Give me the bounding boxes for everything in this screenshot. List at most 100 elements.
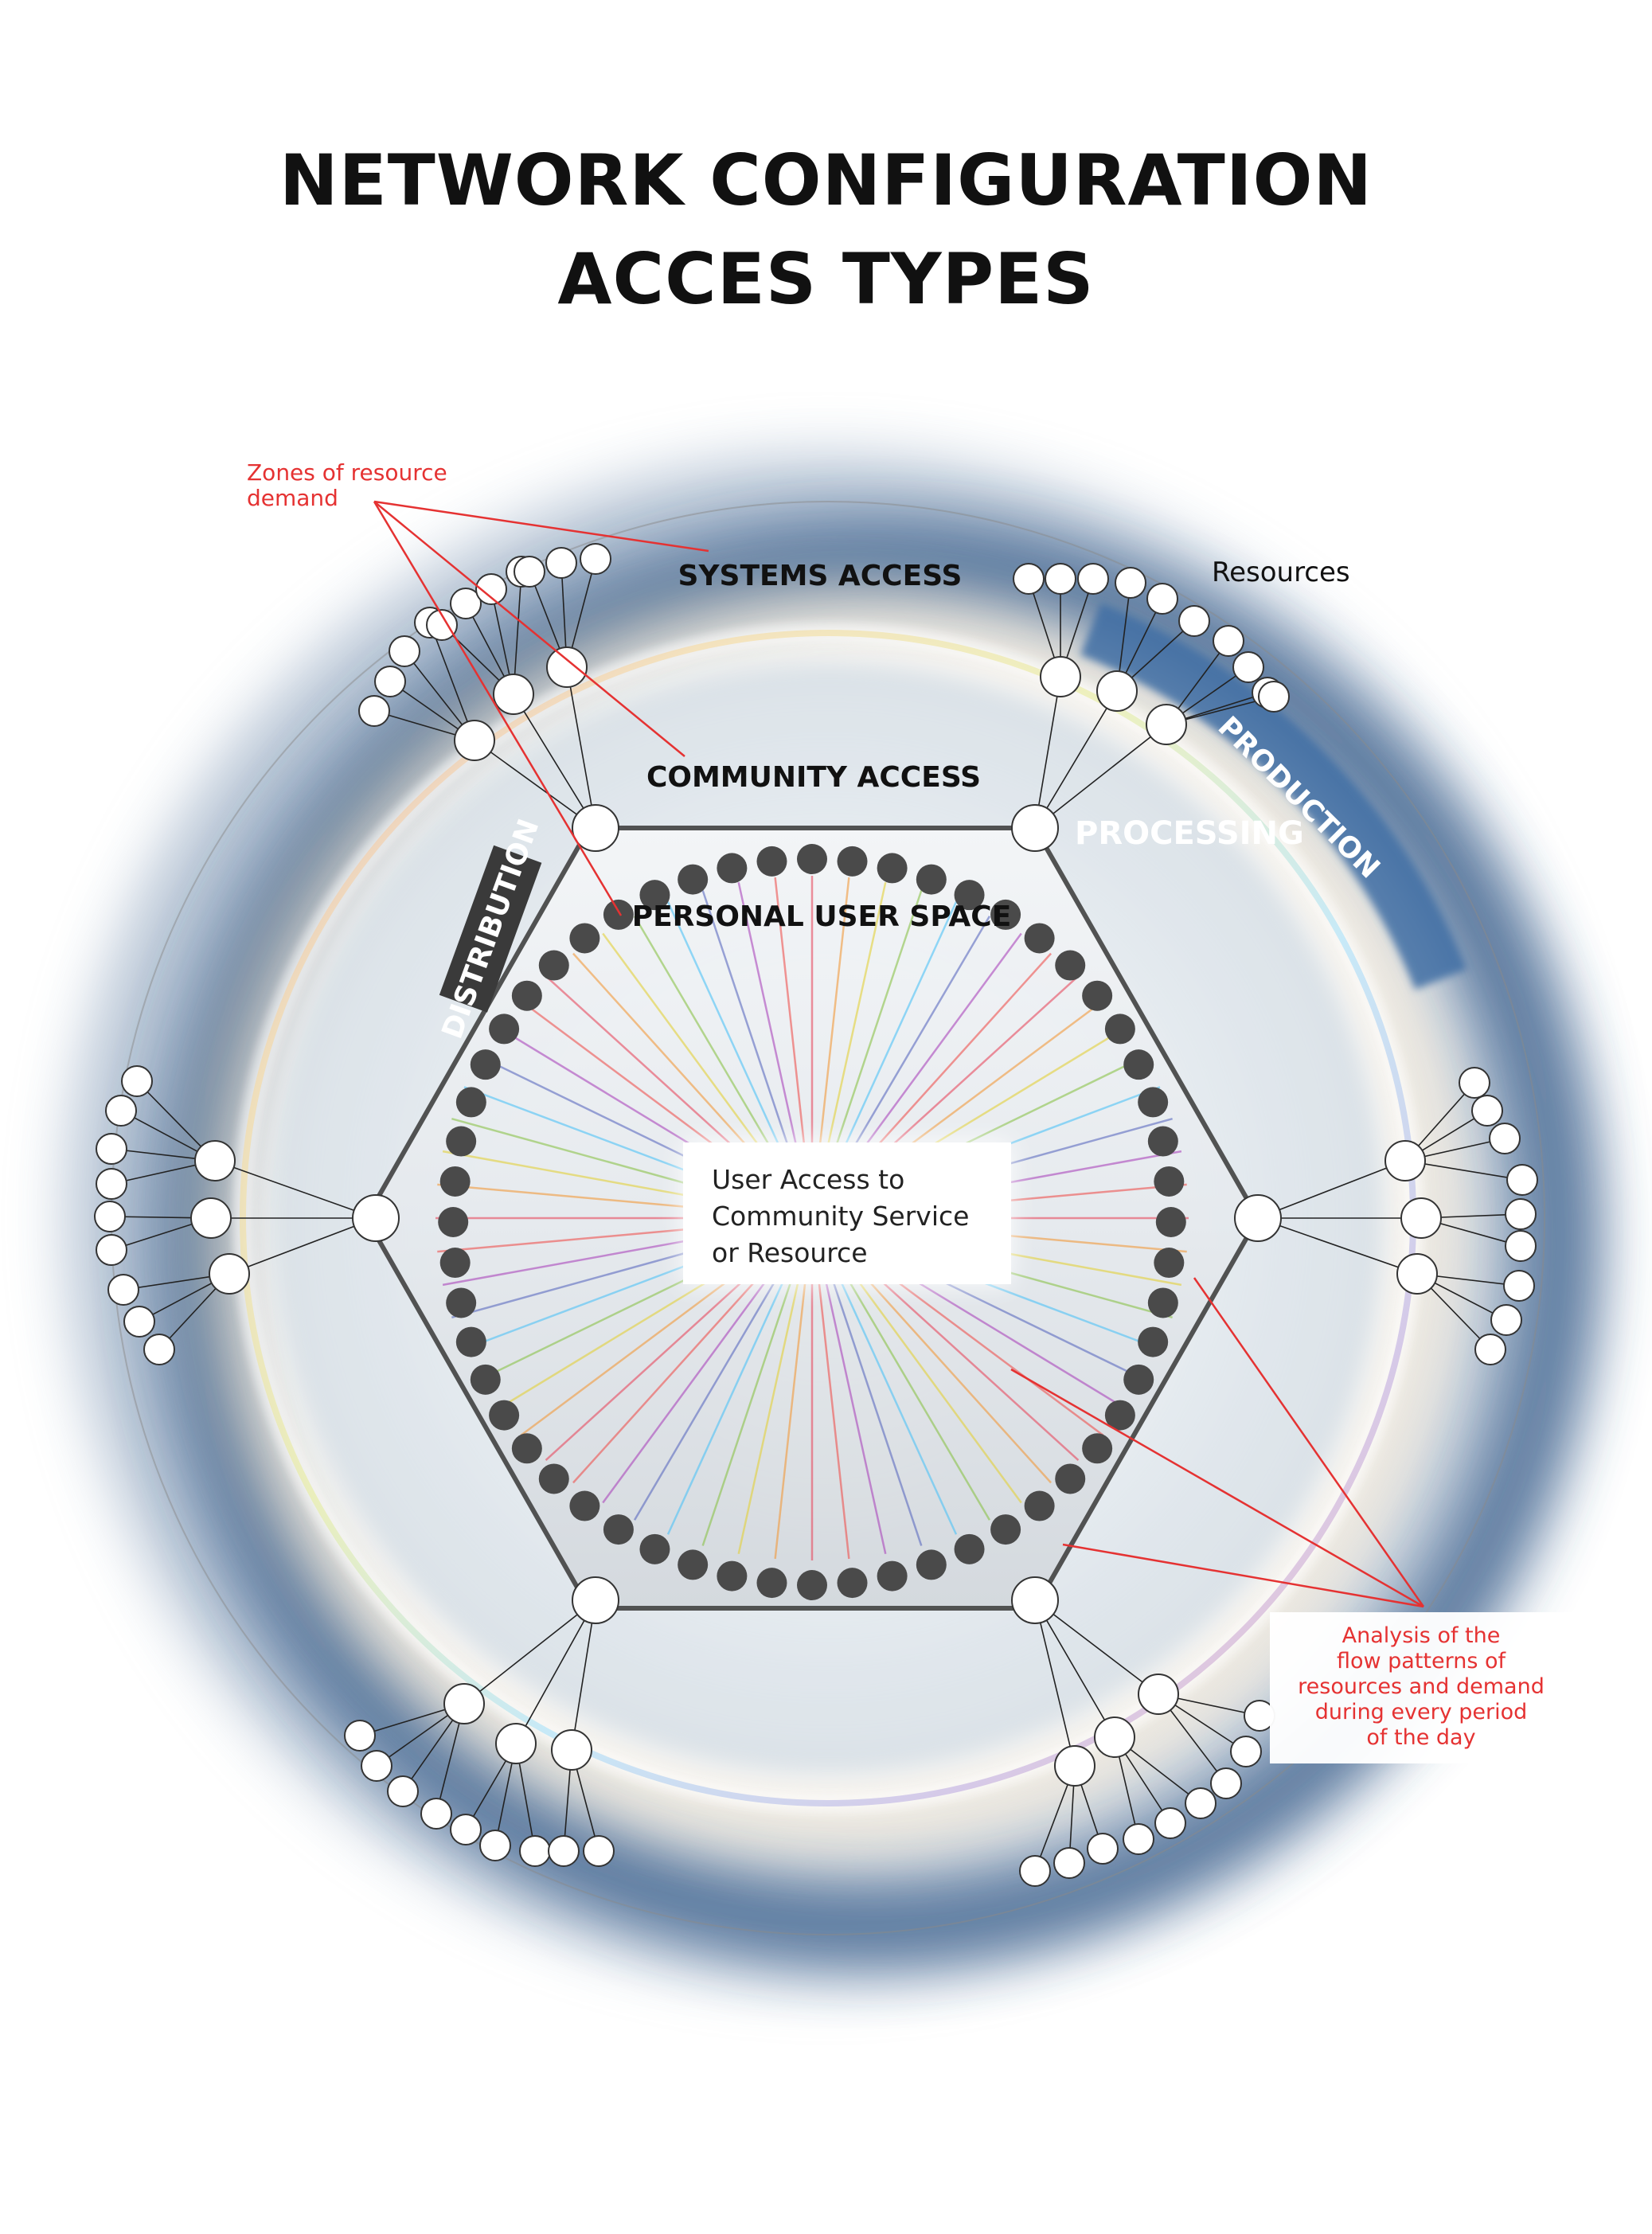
tree-edge — [228, 1217, 377, 1275]
title-line-1: NETWORK CONFIGURATION — [279, 139, 1373, 221]
leaf-node — [450, 1814, 482, 1845]
user-node — [538, 950, 569, 981]
user-node — [446, 1126, 477, 1157]
user-node — [1154, 1166, 1185, 1197]
user-node — [1055, 950, 1086, 981]
leaf-node — [1489, 1123, 1521, 1154]
user-space-nodes — [438, 844, 1186, 1600]
tree-edge — [1034, 1599, 1159, 1695]
center-line-3: or Resource — [712, 1237, 868, 1268]
user-node — [1024, 1490, 1055, 1521]
branch-node — [551, 1729, 592, 1771]
leaf-node — [1503, 1270, 1535, 1302]
analysis-line-4: during every period — [1314, 1700, 1528, 1724]
user-node — [446, 1287, 477, 1318]
leaf-node — [1232, 651, 1264, 683]
leaf-node — [123, 1306, 155, 1338]
hub-node — [572, 804, 619, 852]
leaf-node — [420, 1798, 452, 1830]
user-node — [470, 1364, 501, 1395]
leaf-node — [389, 635, 420, 667]
tree-edge — [1034, 1599, 1115, 1738]
user-node — [717, 1560, 748, 1592]
user-node — [1138, 1087, 1169, 1118]
hub-node — [572, 1576, 619, 1624]
leaf-node — [1490, 1304, 1522, 1336]
branch-node — [443, 1683, 485, 1724]
zones-annotation-lines — [373, 500, 709, 916]
user-node — [455, 1326, 486, 1357]
leaf-node — [1210, 1767, 1242, 1799]
branch-node — [495, 1723, 537, 1764]
user-node — [877, 853, 908, 884]
user-node — [1123, 1364, 1154, 1395]
analysis-note-box: Analysis of the flow patterns of resourc… — [1270, 1612, 1572, 1763]
user-node — [1147, 1287, 1178, 1318]
leaf-node — [1178, 605, 1210, 637]
community-access-label: COMMUNITY ACCESS — [646, 761, 981, 794]
leaf-node — [1115, 567, 1146, 599]
title-line-2: ACCES TYPES — [557, 238, 1095, 320]
leaf-node — [1459, 1067, 1490, 1099]
user-node — [916, 1549, 947, 1580]
leaf-node — [1213, 625, 1244, 657]
branch-node — [546, 646, 588, 688]
tree-edge — [1257, 1217, 1418, 1275]
leaf-node — [1077, 563, 1109, 595]
leaf-node — [107, 1274, 139, 1306]
user-node — [717, 853, 748, 884]
hub-node — [1234, 1194, 1282, 1242]
center-label-box: User Access to Community Service or Reso… — [683, 1142, 1011, 1284]
user-node — [916, 864, 947, 895]
tree-edge — [513, 693, 596, 829]
leaf-node — [96, 1234, 127, 1266]
branch-node — [1400, 1197, 1442, 1239]
analysis-line-3: resources and demand — [1298, 1674, 1545, 1699]
user-node — [511, 1433, 542, 1464]
user-node — [1155, 1207, 1186, 1237]
user-node — [639, 880, 670, 911]
leaf-node — [1185, 1787, 1217, 1819]
user-node — [569, 923, 600, 954]
leaf-node — [548, 1835, 580, 1867]
leaf-node — [387, 1775, 419, 1807]
analysis-note-text: Analysis of the flow patterns of resourc… — [1270, 1623, 1572, 1751]
user-node — [877, 1560, 908, 1592]
tree-edge — [214, 1160, 377, 1219]
user-node — [438, 1207, 469, 1237]
tree-edge — [571, 1599, 596, 1751]
branch-node — [194, 1140, 236, 1181]
user-node — [1123, 1049, 1154, 1080]
leaf-node — [1506, 1164, 1538, 1196]
branch-node — [1384, 1140, 1426, 1181]
user-node — [603, 1514, 634, 1545]
user-node — [954, 1533, 985, 1564]
leaf-node — [105, 1095, 137, 1127]
leaf-node — [94, 1201, 126, 1232]
user-node — [470, 1049, 501, 1080]
tree-edge — [1034, 690, 1118, 829]
tree-edge — [474, 740, 596, 829]
branch-node — [1396, 1253, 1438, 1295]
user-node — [837, 846, 868, 877]
tree-edge — [566, 666, 596, 829]
user-node — [678, 864, 709, 895]
user-node — [678, 1549, 709, 1580]
user-node — [990, 1514, 1021, 1545]
user-node — [756, 846, 787, 877]
hub-node — [1011, 1576, 1059, 1624]
user-node — [1104, 1014, 1135, 1045]
user-node — [1147, 1126, 1178, 1157]
branch-node — [1146, 704, 1187, 745]
user-node — [756, 1568, 787, 1599]
leaf-node — [1053, 1847, 1085, 1879]
leaf-node — [1154, 1807, 1186, 1839]
user-node — [489, 1400, 520, 1431]
branch-node — [1054, 1745, 1095, 1787]
analysis-line-5: of the day — [1366, 1725, 1476, 1750]
user-node — [511, 980, 542, 1011]
branch-node — [1138, 1674, 1179, 1715]
analysis-line-2: flow patterns of — [1336, 1649, 1506, 1674]
center-line-1: User Access to — [712, 1164, 905, 1195]
